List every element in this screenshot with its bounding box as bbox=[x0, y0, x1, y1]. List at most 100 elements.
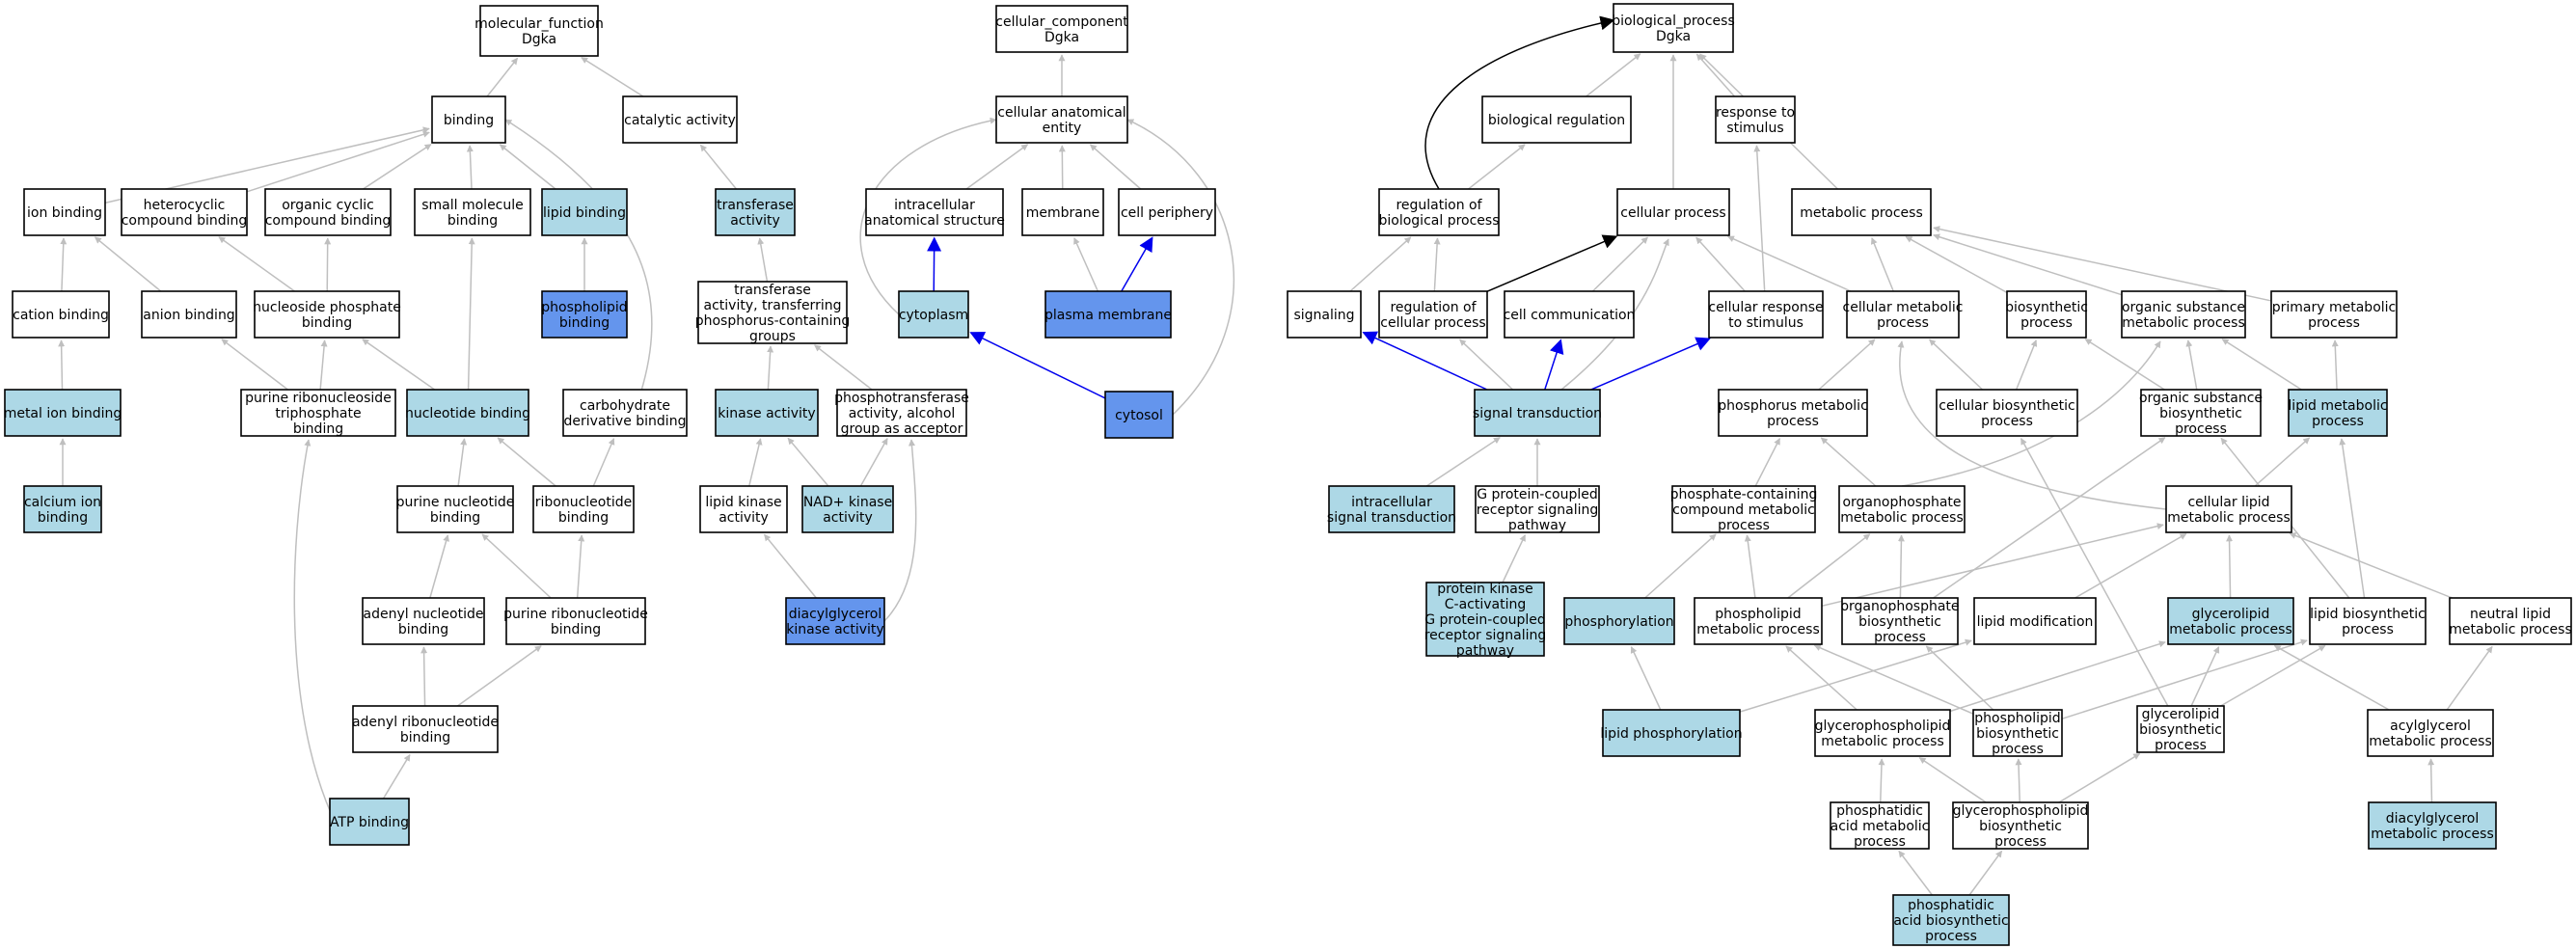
go-term-node-lipidphos[interactable]: lipid phosphorylation bbox=[1600, 709, 1743, 757]
go-term-node-signaling[interactable]: signaling bbox=[1287, 290, 1362, 339]
node-label-line: anatomical structure bbox=[864, 213, 1005, 229]
node-box bbox=[2140, 389, 2262, 437]
edge-glycerolipbio-to-glycerolipmet bbox=[2190, 646, 2220, 707]
go-term-node-cellcomm[interactable]: cell communication bbox=[1504, 290, 1636, 339]
go-term-node-plasmamem[interactable]: plasma membrane bbox=[1044, 290, 1172, 339]
go-term-node-metabproc[interactable]: metabolic process bbox=[1791, 188, 1932, 236]
go-term-node-phosphorylation[interactable]: phosphorylation bbox=[1563, 597, 1675, 645]
node-box bbox=[1504, 290, 1635, 339]
go-term-node-cytoplasm[interactable]: cytoplasm bbox=[898, 290, 969, 339]
node-label-line: protein kinase bbox=[1437, 582, 1533, 597]
go-term-node-anion[interactable]: anion binding bbox=[141, 290, 237, 339]
go-term-node-cellproc[interactable]: cellular process bbox=[1616, 188, 1730, 236]
go-term-node-lipidbinding[interactable]: lipid binding bbox=[541, 188, 628, 236]
edge-phoscontain-to-phosphmet bbox=[1754, 438, 1781, 487]
node-box bbox=[1936, 389, 2078, 437]
node-label-line: process bbox=[1854, 834, 1906, 850]
node-box bbox=[898, 290, 969, 339]
go-term-node-lipidmod[interactable]: lipid modification bbox=[1973, 597, 2097, 645]
go-term-node-binding[interactable]: binding bbox=[431, 95, 506, 144]
go-term-node-periphery[interactable]: cell periphery bbox=[1118, 188, 1216, 236]
go-term-node-kinase[interactable]: kinase activity bbox=[715, 389, 819, 437]
edge-lipidkinase-to-kinase bbox=[748, 438, 763, 487]
node-label-line: organophosphate bbox=[1842, 495, 1961, 510]
go-term-node-bioreg[interactable]: biological regulation bbox=[1481, 95, 1632, 144]
edge-sigtrans-to-cellproc bbox=[1560, 238, 1669, 391]
go-term-node-cation[interactable]: cation binding bbox=[12, 290, 110, 339]
go-term-node-sigtrans[interactable]: signal transduction bbox=[1473, 389, 1602, 437]
go-term-node-nucbinding[interactable]: nucleotide binding bbox=[405, 389, 530, 437]
edge-bioreg-to-bp bbox=[1586, 53, 1641, 97]
node-label-line: process bbox=[1718, 518, 1770, 533]
go-term-node-metalion[interactable]: metal ion binding bbox=[4, 389, 122, 437]
node-box bbox=[406, 389, 529, 437]
go-term-node-atp[interactable]: ATP binding bbox=[329, 798, 410, 846]
edge-adenylribo-to-purribonuc bbox=[456, 645, 542, 707]
node-label-line: plasma membrane bbox=[1044, 308, 1172, 323]
node-label-line: adenyl ribonucleotide bbox=[352, 715, 499, 730]
node-label-line: regulation of bbox=[1390, 300, 1477, 315]
go-term-node-membrane[interactable]: membrane bbox=[1021, 188, 1104, 236]
go-term-node-cytosol[interactable]: cytosol bbox=[1104, 391, 1174, 439]
go-term-node-catalytic[interactable]: catalytic activity bbox=[622, 95, 738, 144]
node-label-line: biosynthetic bbox=[1979, 819, 2062, 834]
edge-phospholipmet-to-celllipid bbox=[1821, 523, 2164, 608]
go-term-node-ionbinding[interactable]: ion binding bbox=[23, 188, 106, 236]
